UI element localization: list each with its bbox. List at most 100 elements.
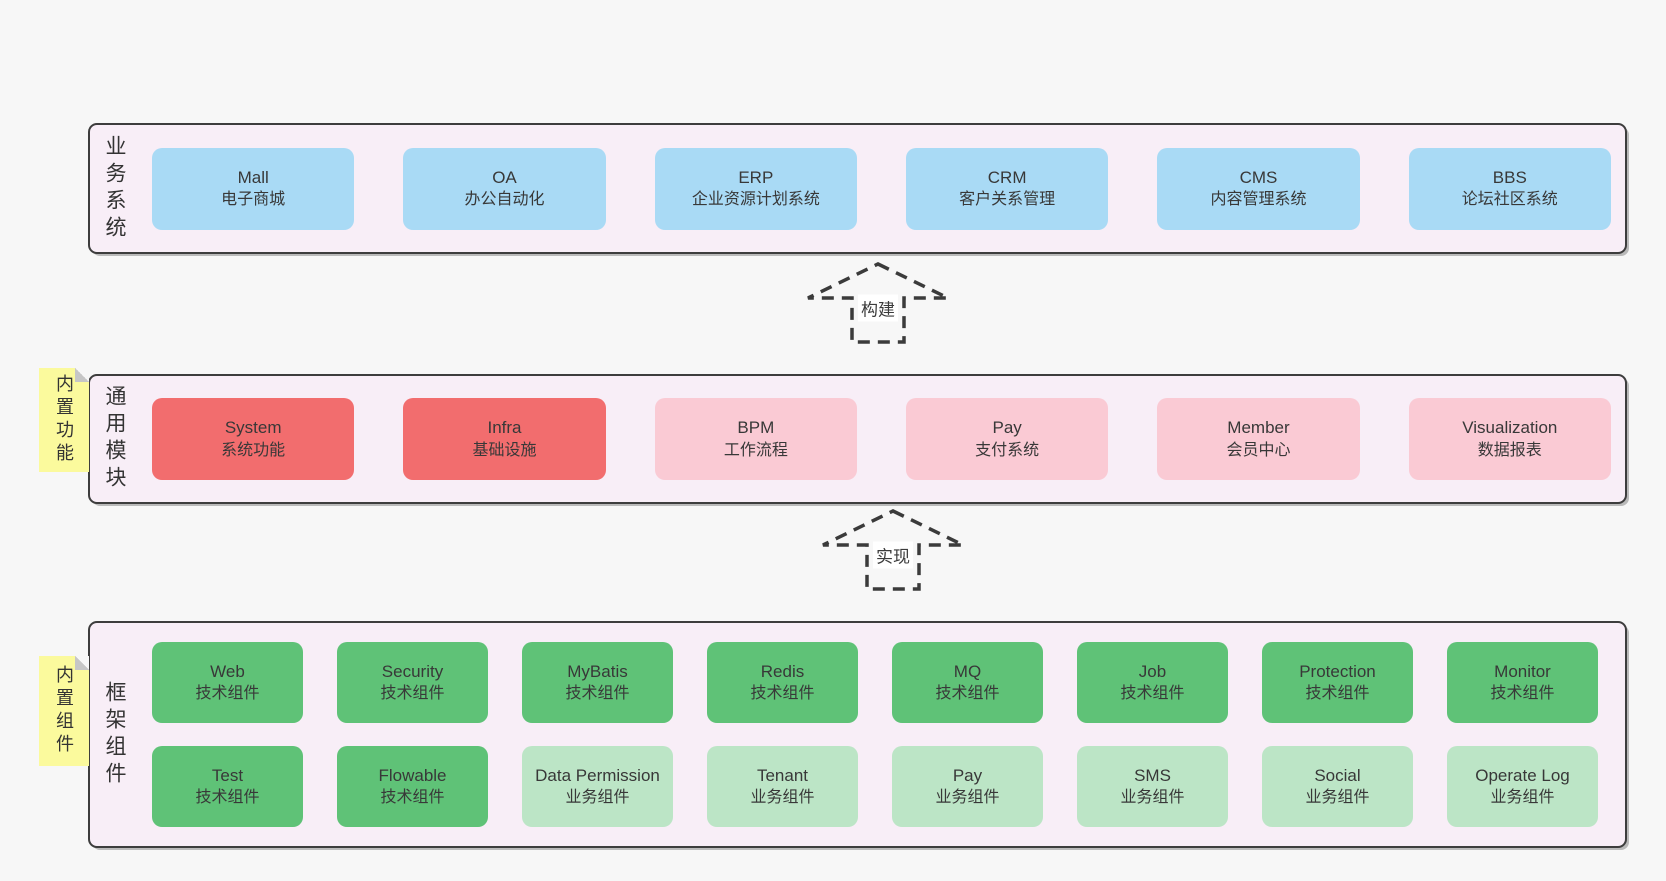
implement-arrow-label: 实现 — [873, 541, 913, 569]
box-flowable: Flowable 技术组件 — [337, 746, 488, 827]
box-title: Operate Log — [1475, 765, 1570, 785]
box-mybatis: MyBatis 技术组件 — [522, 642, 673, 723]
box-subtitle: 业务组件 — [935, 789, 1000, 807]
box-subtitle: 办公自动化 — [464, 191, 545, 209]
box-subtitle: 技术组件 — [195, 789, 260, 807]
box-tenant: Tenant 业务组件 — [707, 746, 858, 827]
box-title: Mall — [237, 167, 269, 187]
box-title: Protection — [1299, 661, 1376, 681]
box-system: System 系统功能 — [152, 398, 355, 480]
sticky-fold-corner-icon — [75, 656, 89, 670]
box-subtitle: 基础设施 — [472, 441, 537, 459]
box-title: Data Permission — [535, 765, 660, 785]
layer-components-side-label: 框架组件 — [103, 680, 126, 789]
box-title: Monitor — [1494, 661, 1551, 681]
box-bbs: BBS 论坛社区系统 — [1408, 147, 1611, 230]
box-title: Pay — [992, 418, 1022, 438]
box-visualization: Visualization 数据报表 — [1408, 398, 1611, 480]
box-title: Infra — [487, 418, 522, 438]
sticky-note-built-in-features: 内置功能 — [39, 368, 89, 472]
box-operate-log: Operate Log 业务组件 — [1447, 746, 1598, 827]
box-title: Pay — [952, 765, 983, 785]
box-title: Flowable — [378, 765, 447, 785]
box-subtitle: 业务组件 — [750, 789, 815, 807]
box-subtitle: 客户关系管理 — [959, 191, 1056, 209]
box-bpm: BPM 工作流程 — [654, 398, 857, 480]
box-title: Job — [1138, 661, 1167, 681]
box-pay: Pay 业务组件 — [892, 746, 1043, 827]
build-arrow-icon: 构建 — [805, 261, 951, 345]
box-subtitle: 技术组件 — [1120, 685, 1185, 703]
box-title: Security — [381, 661, 444, 681]
box-subtitle: 工作流程 — [723, 441, 788, 459]
sticky-note-label: 内置组件 — [54, 665, 74, 757]
box-subtitle: 业务组件 — [1490, 789, 1555, 807]
box-title: Tenant — [756, 765, 809, 785]
box-row: System 系统功能 Infra 基础设施 BPM 工作流程 Pay 支付系统 Member 会… — [152, 398, 1611, 480]
box-member: Member 会员中心 — [1157, 398, 1360, 480]
box-title: System — [224, 418, 282, 438]
box-title: ERP — [738, 167, 774, 187]
box-oa: OA 办公自动化 — [403, 147, 606, 230]
box-title: SMS — [1134, 765, 1171, 785]
box-title: Test — [211, 765, 244, 785]
box-data-permission: Data Permission 业务组件 — [522, 746, 673, 827]
layer-modules-side-label: 通用模块 — [103, 385, 126, 493]
box-subtitle: 技术组件 — [1490, 685, 1555, 703]
box-subtitle: 业务组件 — [1305, 789, 1370, 807]
sticky-note-label: 内置功能 — [54, 374, 74, 466]
box-title: Visualization — [1462, 418, 1558, 438]
box-title: Member — [1227, 418, 1290, 438]
box-title: MyBatis — [567, 661, 628, 681]
sticky-note-built-in-components: 内置组件 — [39, 656, 89, 766]
box-social: Social 业务组件 — [1262, 746, 1413, 827]
box-title: OA — [492, 167, 517, 187]
box-sms: SMS 业务组件 — [1077, 746, 1228, 827]
box-subtitle: 技术组件 — [1305, 685, 1370, 703]
box-erp: ERP 企业资源计划系统 — [654, 147, 857, 230]
box-title: BPM — [737, 418, 775, 438]
layer-common-modules: 通用模块 System 系统功能 Infra 基础设施 BPM 工作流程 Pay 支付系统 Me… — [88, 374, 1627, 504]
box-infra: Infra 基础设施 — [403, 398, 606, 480]
box-title: Web — [210, 661, 245, 681]
box-subtitle: 技术组件 — [935, 685, 1000, 703]
box-subtitle: 企业资源计划系统 — [691, 191, 820, 209]
box-title: Social — [1314, 765, 1361, 785]
box-subtitle: 内容管理系统 — [1210, 191, 1307, 209]
box-subtitle: 技术组件 — [750, 685, 815, 703]
box-monitor: Monitor 技术组件 — [1447, 642, 1598, 723]
layer-business-side-label: 业务系统 — [103, 134, 126, 243]
box-test: Test 技术组件 — [152, 746, 303, 827]
box-subtitle: 数据报表 — [1477, 441, 1542, 459]
box-web: Web 技术组件 — [152, 642, 303, 723]
box-protection: Protection 技术组件 — [1262, 642, 1413, 723]
box-subtitle: 技术组件 — [565, 685, 630, 703]
build-arrow-label: 构建 — [858, 294, 898, 322]
layer-modules-rows: System 系统功能 Infra 基础设施 BPM 工作流程 Pay 支付系统 Member 会… — [152, 376, 1611, 502]
box-subtitle: 支付系统 — [975, 441, 1040, 459]
sticky-fold-corner-icon — [75, 368, 89, 382]
box-subtitle: 业务组件 — [1120, 789, 1185, 807]
box-subtitle: 技术组件 — [195, 685, 260, 703]
box-title: CRM — [987, 167, 1027, 187]
box-crm: CRM 客户关系管理 — [905, 147, 1109, 230]
box-subtitle: 业务组件 — [565, 789, 630, 807]
box-subtitle: 论坛社区系统 — [1461, 191, 1558, 209]
box-subtitle: 系统功能 — [221, 441, 286, 459]
box-title: BBS — [1492, 167, 1527, 187]
box-job: Job 技术组件 — [1077, 642, 1228, 723]
box-subtitle: 会员中心 — [1226, 441, 1291, 459]
box-subtitle: 技术组件 — [380, 789, 445, 807]
box-pay: Pay 支付系统 — [905, 398, 1109, 480]
